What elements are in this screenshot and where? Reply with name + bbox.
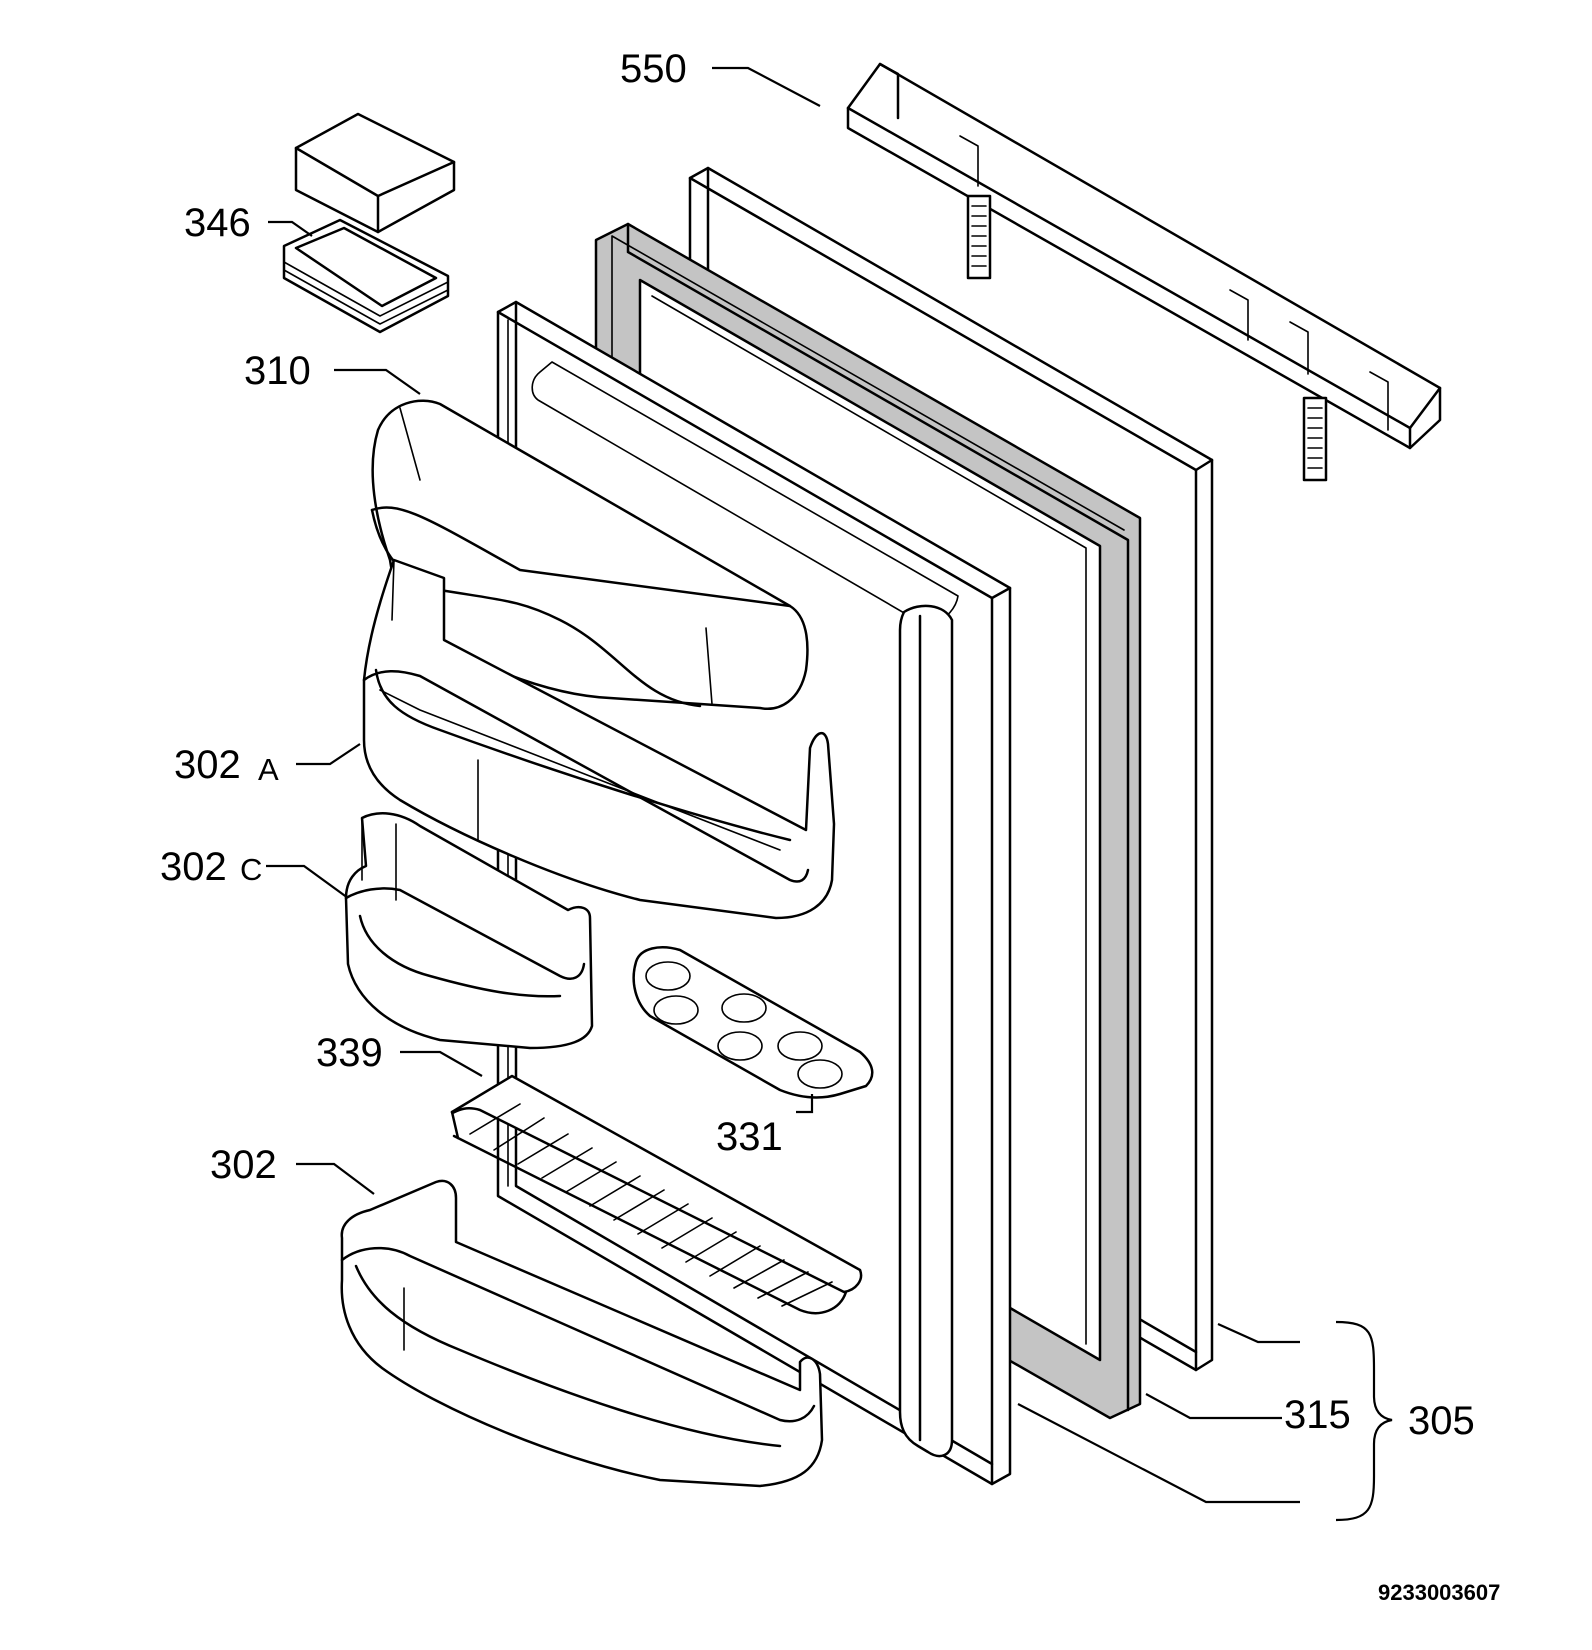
label-310: 310 (244, 349, 311, 393)
label-550: 550 (620, 47, 687, 91)
label-315: 315 (1284, 1393, 1351, 1437)
label-302A-number: 302 (174, 743, 241, 787)
label-339: 339 (316, 1031, 383, 1075)
drawing-number: 9233003607 (1378, 1580, 1500, 1605)
part-302C-small-shelf (344, 812, 594, 1050)
label-302C-suffix: C (240, 852, 262, 887)
part-labels: 550 346 310 302 A 302 C 339 331 302 315 … (160, 47, 1500, 1605)
label-305: 305 (1408, 1399, 1475, 1443)
leader-lines (266, 66, 1393, 1522)
part-302A-door-shelf (362, 558, 836, 920)
part-331-egg-tray (632, 946, 874, 1099)
part-339-bottle-rack (450, 1074, 863, 1315)
label-302A-suffix: A (258, 752, 279, 787)
label-331: 331 (716, 1115, 783, 1159)
label-302C-number: 302 (160, 845, 227, 889)
part-550-hinge-bar (846, 62, 1442, 482)
label-302: 302 (210, 1143, 277, 1187)
part-302-bottom-bin (340, 1179, 824, 1488)
part-346-cover (282, 112, 456, 334)
label-346: 346 (184, 201, 251, 245)
